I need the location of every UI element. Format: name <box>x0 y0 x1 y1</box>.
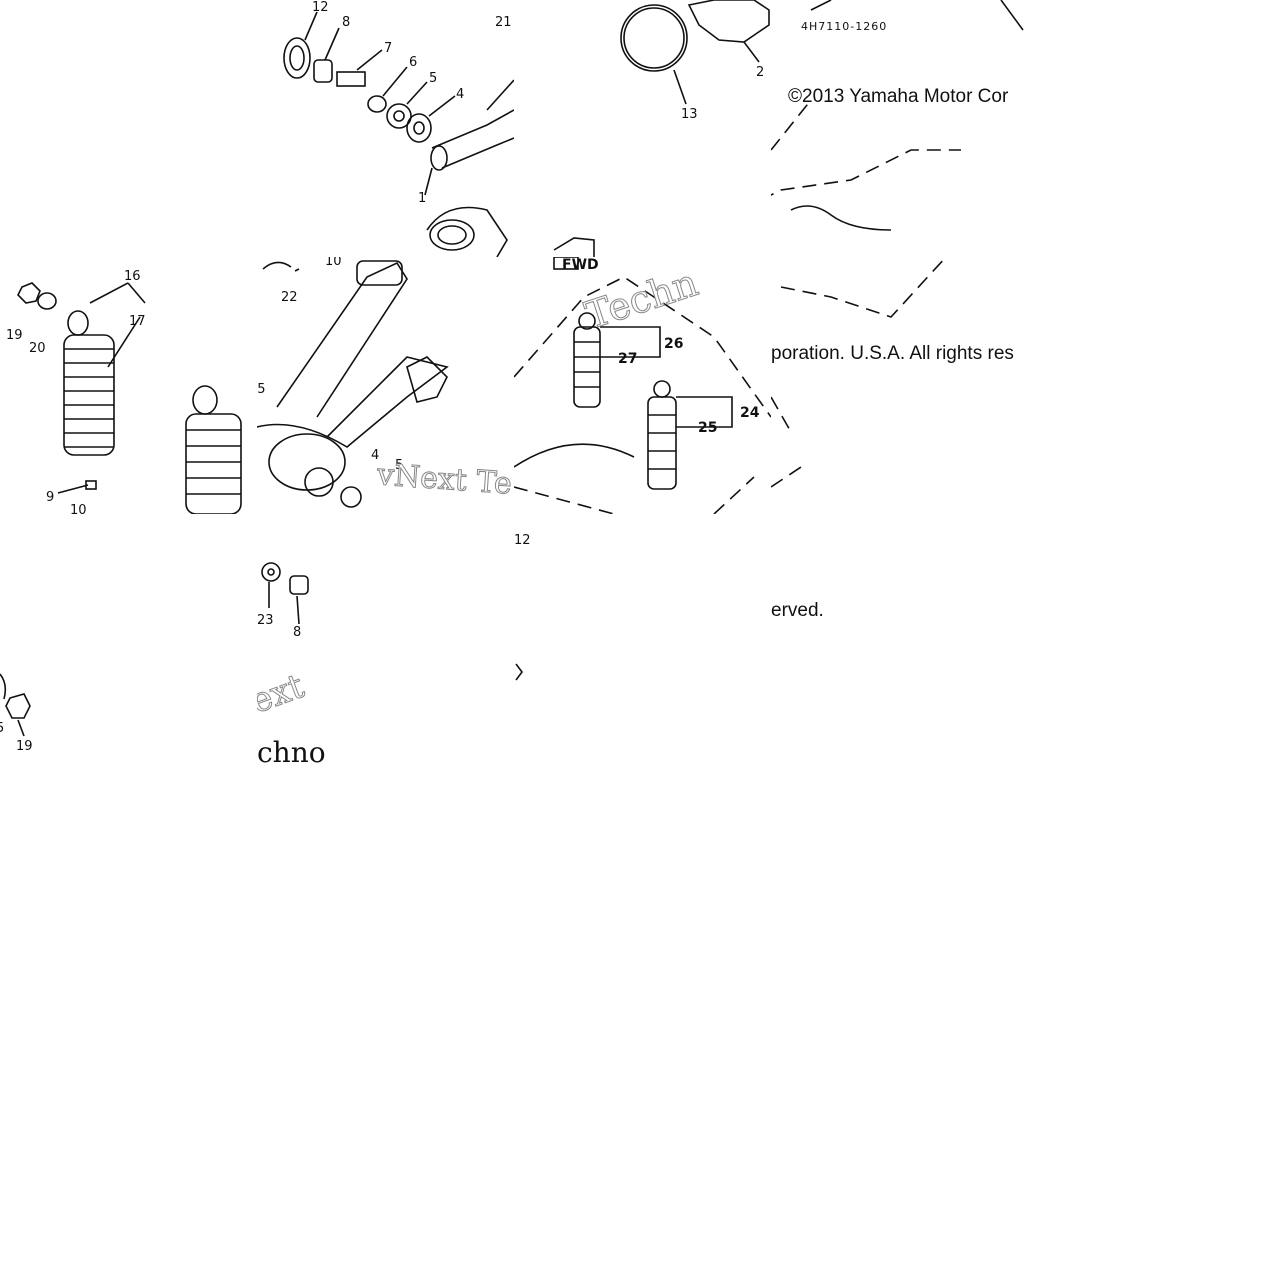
callout-8c: 8 <box>293 625 301 640</box>
callout-27: 27 <box>618 351 637 367</box>
diagram-tile-bottom-left: 19 5 <box>0 514 257 771</box>
callout-2: 2 <box>756 65 764 80</box>
watermark-chno: chno <box>257 736 326 769</box>
callout-4b: 4 <box>371 448 379 463</box>
callout-5b: 5 <box>395 458 403 473</box>
washer-20-shape <box>37 292 57 310</box>
nut-shape <box>313 59 333 83</box>
diagram-tile-bottom-center: 23 8 ext chno <box>257 514 334 771</box>
bolt-shape <box>336 71 366 87</box>
collar-shape <box>386 103 412 129</box>
callout-10b: 10 <box>325 257 342 269</box>
diagram-tile-rear-shock: 16 17 19 20 9 10 <box>0 257 257 514</box>
callout-13: 13 <box>681 107 698 122</box>
washer-23-shape <box>261 562 281 582</box>
oil-seal-shape <box>283 37 311 79</box>
callout-26: 26 <box>664 336 683 352</box>
hub-parts-drawing: 12 8 7 6 5 4 1 21 <box>283 0 514 257</box>
callout-21: 21 <box>495 15 512 30</box>
shock-spring <box>63 334 115 456</box>
callout-5c: 5 <box>0 721 4 736</box>
diagram-tile-optional-shocks: 26 27 24 25 FWD Techn <box>514 257 771 514</box>
dashed-outline <box>514 276 771 418</box>
copyright-line-2: poration. U.S.A. All rights res <box>771 343 1014 364</box>
callout-19: 19 <box>6 328 23 343</box>
rubber-boot <box>426 206 508 257</box>
callout-12: 12 <box>312 0 329 15</box>
callout-20: 20 <box>29 341 46 356</box>
nut-19b-shape <box>5 693 31 719</box>
callout-1: 1 <box>418 191 426 206</box>
callout-12b: 12 <box>514 533 531 548</box>
washer-shape <box>367 95 387 113</box>
callout-4: 4 <box>456 87 464 102</box>
part-code: 4H7110-1260 <box>801 20 888 33</box>
diagram-tile-copyright-1: 4H7110-1260 ©2013 Yamaha Motor Cor <box>771 0 1028 257</box>
diagram-tile-copyright-2: poration. U.S.A. All rights res <box>771 257 1028 514</box>
copyright-line-1: ©2013 Yamaha Motor Cor <box>788 86 1009 107</box>
fwd-arrow <box>553 237 595 257</box>
callout-25: 25 <box>698 420 717 436</box>
final-gear-housing <box>687 0 770 43</box>
shock-24-body <box>647 396 677 490</box>
nut-8b-shape <box>289 575 309 595</box>
bearing-shape <box>406 113 432 143</box>
callout-19b: 19 <box>16 739 33 754</box>
diagram-tile-swing-arm: 22 14 15 2 4 5 10 vNext Te <box>257 257 514 514</box>
diagram-tile-bottom-fragment: 12 <box>514 514 534 694</box>
swing-arm-body <box>276 261 408 418</box>
callout-23: 23 <box>257 613 274 628</box>
swing-arm-tube <box>431 109 514 169</box>
callout-22: 22 <box>281 290 298 305</box>
callout-7: 7 <box>384 41 392 56</box>
fwd-label: FWD <box>562 257 599 273</box>
callout-9: 9 <box>46 490 54 505</box>
callout-10: 10 <box>70 503 87 514</box>
shock-26-body <box>573 326 601 408</box>
o-ring-shape <box>620 4 688 72</box>
diagram-tile-hub-parts: 12 8 7 6 5 4 1 21 <box>257 0 514 257</box>
callout-5: 5 <box>429 71 437 86</box>
callout-8: 8 <box>342 15 350 30</box>
final-drive-case <box>257 356 449 448</box>
diagram-tile-shock-overflow <box>180 340 257 514</box>
diagram-tile-copyright-3: erved. <box>771 514 1028 771</box>
diagram-tile-housing: 13 2 <box>514 0 771 257</box>
callout-16: 16 <box>124 269 141 284</box>
nut-19-shape <box>17 282 41 304</box>
callout-24: 24 <box>740 405 760 421</box>
housing-drawing: 13 2 <box>553 0 770 257</box>
callout-17: 17 <box>129 314 146 329</box>
copyright-line-3: erved. <box>771 600 824 621</box>
callout-6: 6 <box>409 55 417 70</box>
callout-15: 15 <box>257 382 266 397</box>
